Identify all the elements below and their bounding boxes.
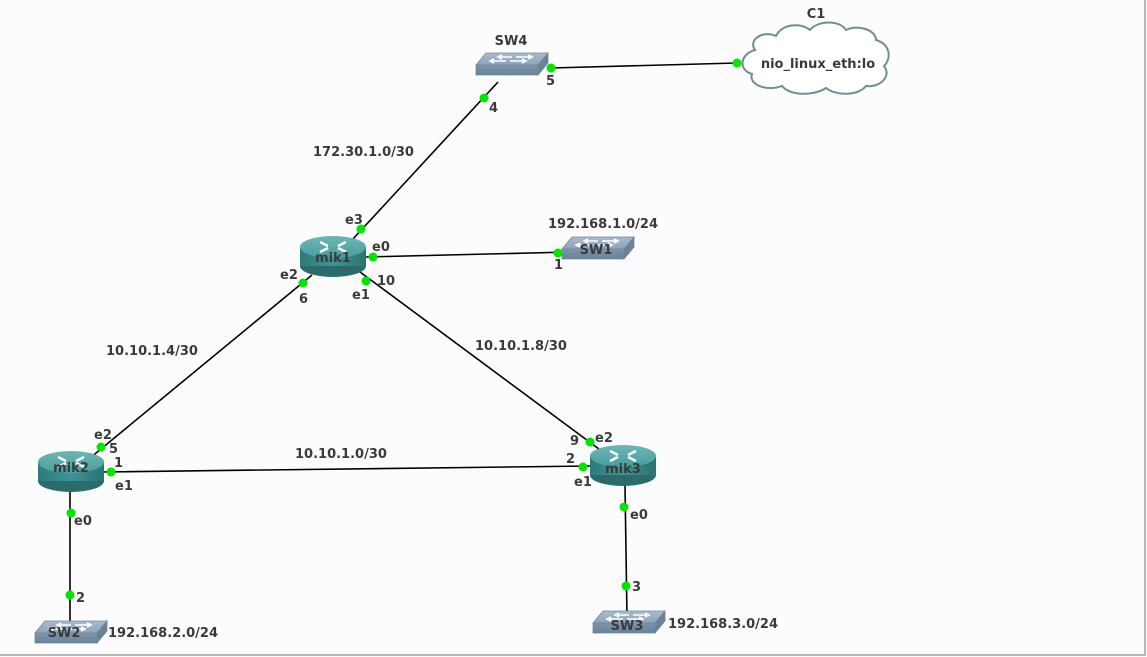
port-label-mik3-e2: e2 (595, 431, 613, 446)
port-label-mik3-e1: e1 (574, 475, 592, 490)
node-label-c1: C1 (807, 7, 826, 22)
port-dot-c1[interactable] (732, 58, 742, 68)
port-label-mik2-e2: e2 (94, 428, 112, 443)
port-dot-mik1-e0[interactable] (368, 252, 378, 262)
port-label-mik1-e2: e2 (280, 268, 298, 283)
link-mik1-sw1[interactable] (365, 251, 571, 258)
link-label-sw4-mik1[interactable]: 172.30.1.0/30 (313, 145, 414, 160)
port-dot-mik3-e2[interactable] (585, 437, 595, 447)
port-dots (65, 58, 742, 600)
port-label-mik3-e0: e0 (630, 508, 648, 523)
port-dot-mik1-e1[interactable] (361, 276, 371, 286)
node-label-sw3: SW3 (611, 619, 644, 634)
link-label-mik2-mik3[interactable]: 10.10.1.0/30 (295, 447, 387, 462)
port-label-mik1-e3: e3 (345, 213, 363, 228)
cloud-icon (741, 21, 890, 95)
port-labels: 5 4 e3 e0 1 e2 6 10 e1 e2 5 1 e1 e0 2 9 … (74, 74, 648, 606)
port-label-mik1-e0: e0 (372, 240, 390, 255)
note-sw3-subnet: 192.168.3.0/24 (668, 617, 778, 632)
port-dot-sw3-3[interactable] (621, 581, 631, 591)
port-dot-sw2-2[interactable] (65, 590, 75, 600)
port-label-mik1-e1: e1 (352, 288, 370, 303)
node-sw4[interactable] (475, 52, 549, 76)
port-label-mik2-5: 5 (109, 442, 118, 457)
node-label-mik3: mik3 (605, 462, 641, 477)
link-mik1-mik3[interactable] (359, 271, 604, 453)
port-label-mik2-e1: e1 (115, 479, 133, 494)
link-sw4-mik1[interactable] (351, 81, 499, 241)
link-mik1-mik2[interactable] (89, 274, 313, 459)
port-dot-mik1-e3[interactable] (356, 224, 366, 234)
port-dot-mik3-e0[interactable] (619, 502, 629, 512)
port-dot-mik2-e0[interactable] (66, 508, 76, 518)
port-label-sw4-5: 5 (546, 74, 555, 89)
node-label-sw2: SW2 (48, 626, 81, 641)
port-label-mik2-1: 1 (114, 456, 123, 471)
node-c1[interactable]: nio_linux_eth:lo (741, 21, 890, 95)
port-label-mik1-10: 10 (377, 274, 395, 289)
port-label-sw3-3: 3 (632, 580, 641, 595)
port-label-mik3-9: 9 (570, 434, 579, 449)
node-label-mik2: mik2 (53, 461, 89, 476)
link-label-mik1-mik3[interactable]: 10.10.1.8/30 (475, 339, 567, 354)
port-dot-mik3-e1[interactable] (578, 462, 588, 472)
port-dot-sw1-1[interactable] (553, 248, 563, 258)
node-label-mik1: mik1 (315, 251, 351, 266)
port-dot-mik1-e2[interactable] (298, 278, 308, 288)
port-label-sw2-2: 2 (76, 591, 85, 606)
link-sw4-c1[interactable] (550, 62, 738, 69)
port-label-sw4-4: 4 (489, 101, 498, 116)
port-dot-sw4-5[interactable] (546, 63, 556, 73)
link-label-mik1-mik2[interactable]: 10.10.1.4/30 (106, 344, 198, 359)
port-dot-sw4-4[interactable] (479, 93, 489, 103)
port-label-sw1-1: 1 (554, 258, 563, 273)
node-label-sw1: SW1 (580, 243, 613, 258)
link-labels: 172.30.1.0/30 10.10.1.4/30 10.10.1.8/30 … (106, 145, 567, 462)
port-label-mik1-6: 6 (299, 292, 308, 307)
links (69, 62, 738, 628)
cloud-inner-label: nio_linux_eth:lo (761, 57, 875, 72)
port-dot-mik2-e2[interactable] (96, 442, 106, 452)
note-sw1-subnet: 192.168.1.0/24 (548, 217, 658, 232)
port-label-mik2-e0: e0 (74, 514, 92, 529)
note-sw2-subnet: 192.168.2.0/24 (108, 626, 218, 641)
node-label-sw4: SW4 (495, 34, 528, 49)
port-dot-mik2-e1[interactable] (106, 467, 116, 477)
link-mik2-mik3[interactable] (99, 465, 591, 473)
port-label-mik3-2: 2 (566, 452, 575, 467)
